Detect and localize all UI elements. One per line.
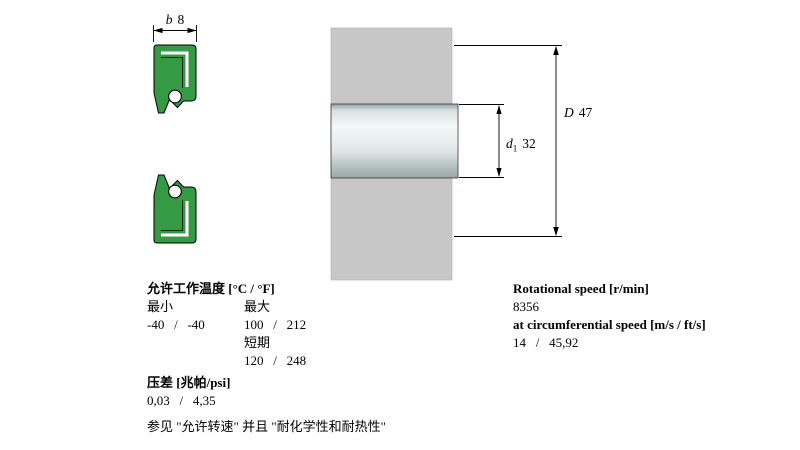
seal-lower-half xyxy=(152,173,198,245)
circumferential-speed-value: 14 / 45,92 xyxy=(513,335,579,350)
seal-cross-section xyxy=(152,43,198,245)
rotational-speed-value: 8356 xyxy=(513,299,539,314)
temperature-min-label: 最小 xyxy=(147,299,174,314)
housing-bore-value: 47 xyxy=(578,105,593,120)
housing-cross-section xyxy=(330,27,459,281)
arrow-up-icon xyxy=(553,46,559,55)
seal-upper-half xyxy=(152,43,198,115)
temperature-min-values: -40 / -40 xyxy=(147,317,205,332)
arrow-down-icon xyxy=(553,227,559,236)
temperature-max-values: 100 / 212 xyxy=(244,317,307,332)
housing-bore-symbol: D xyxy=(564,105,574,120)
shaft xyxy=(330,103,459,179)
housing-bore-dimension xyxy=(454,45,562,237)
shaft-diameter-subscript: 1 xyxy=(512,143,518,154)
shaft-diameter-label: d1 32 xyxy=(506,136,536,154)
seal-width-value: 8 xyxy=(177,12,185,27)
spec-block-right: Rotational speed [r/min] 8356 at circumf… xyxy=(513,280,783,352)
reference-note: 参见 "允许转速" 并且 "耐化学性和耐热性" xyxy=(147,419,386,434)
seal-width-dimension xyxy=(153,25,197,42)
housing-bore-label: D 47 xyxy=(564,105,592,121)
temperature-short-term-label: 短期 xyxy=(244,335,271,350)
temperature-heading: 允许工作温度 [°C / °F] xyxy=(147,281,275,296)
circumferential-speed-heading: at circumferential speed [m/s / ft/s] xyxy=(513,317,706,332)
pressure-heading: 压差 [兆帕/psi] xyxy=(147,375,231,390)
seal-width-symbol: b xyxy=(165,12,173,27)
pressure-values: 0,03 / 4,35 xyxy=(147,393,216,408)
shaft-diameter-symbol: d xyxy=(506,136,513,151)
rotational-speed-heading: Rotational speed [r/min] xyxy=(513,281,649,296)
temperature-min-column: 最小 -40 / -40 xyxy=(147,298,244,370)
temperature-table: 最小 -40 / -40 最大 100 / 212 短期 120 / 248 xyxy=(147,298,487,370)
temperature-short-term-values: 120 / 248 xyxy=(244,353,307,368)
temperature-max-label: 最大 xyxy=(244,299,271,314)
shaft-diameter-value: 32 xyxy=(522,136,536,151)
shaft-diameter-dimension xyxy=(459,104,504,178)
temperature-max-column: 最大 100 / 212 短期 120 / 248 xyxy=(244,298,306,370)
arrow-right-icon xyxy=(187,27,197,34)
arrow-up-icon xyxy=(496,105,502,114)
arrow-down-icon xyxy=(496,168,502,177)
spec-block-left: 允许工作温度 [°C / °F] 最小 -40 / -40 最大 100 / 2… xyxy=(147,280,487,436)
arrow-left-icon xyxy=(153,27,163,34)
